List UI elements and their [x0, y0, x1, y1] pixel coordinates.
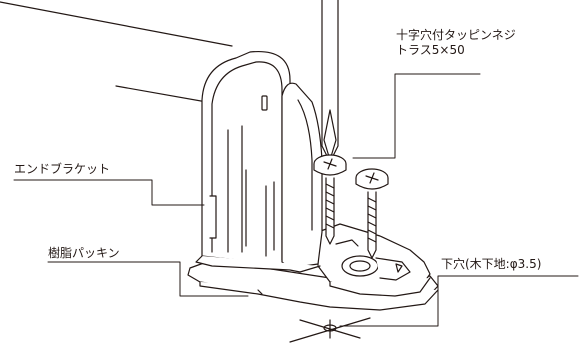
screw-spec-line2: トラス5×50 [396, 43, 465, 57]
rail [0, 1, 233, 105]
end-bracket-label: エンドブラケット [14, 162, 111, 176]
screw-spec-label: 十字穴付タッピンネジ トラス5×50 [396, 28, 516, 58]
bracket-base [317, 223, 431, 297]
end-bracket [195, 50, 323, 273]
pilot-hole-label: 下穴(木下地:φ3.5) [441, 257, 542, 271]
left-tapping-screw [313, 154, 347, 245]
end-bracket-leader-line [13, 179, 205, 206]
leader-lines [13, 73, 579, 327]
resin-packing-label: 樹脂パッキン [48, 246, 120, 260]
screwdriver-shaft [321, 0, 339, 139]
resin-packing-leader-line [47, 261, 249, 297]
screwdriver-tip [321, 109, 339, 163]
right-tapping-screw [355, 168, 389, 259]
screw-leader-line [352, 73, 481, 159]
screw-spec-line1: 十字穴付タッピンネジ [396, 28, 516, 42]
pilot-hole-marker [289, 317, 371, 343]
pilot-hole-leader-line [339, 275, 579, 327]
